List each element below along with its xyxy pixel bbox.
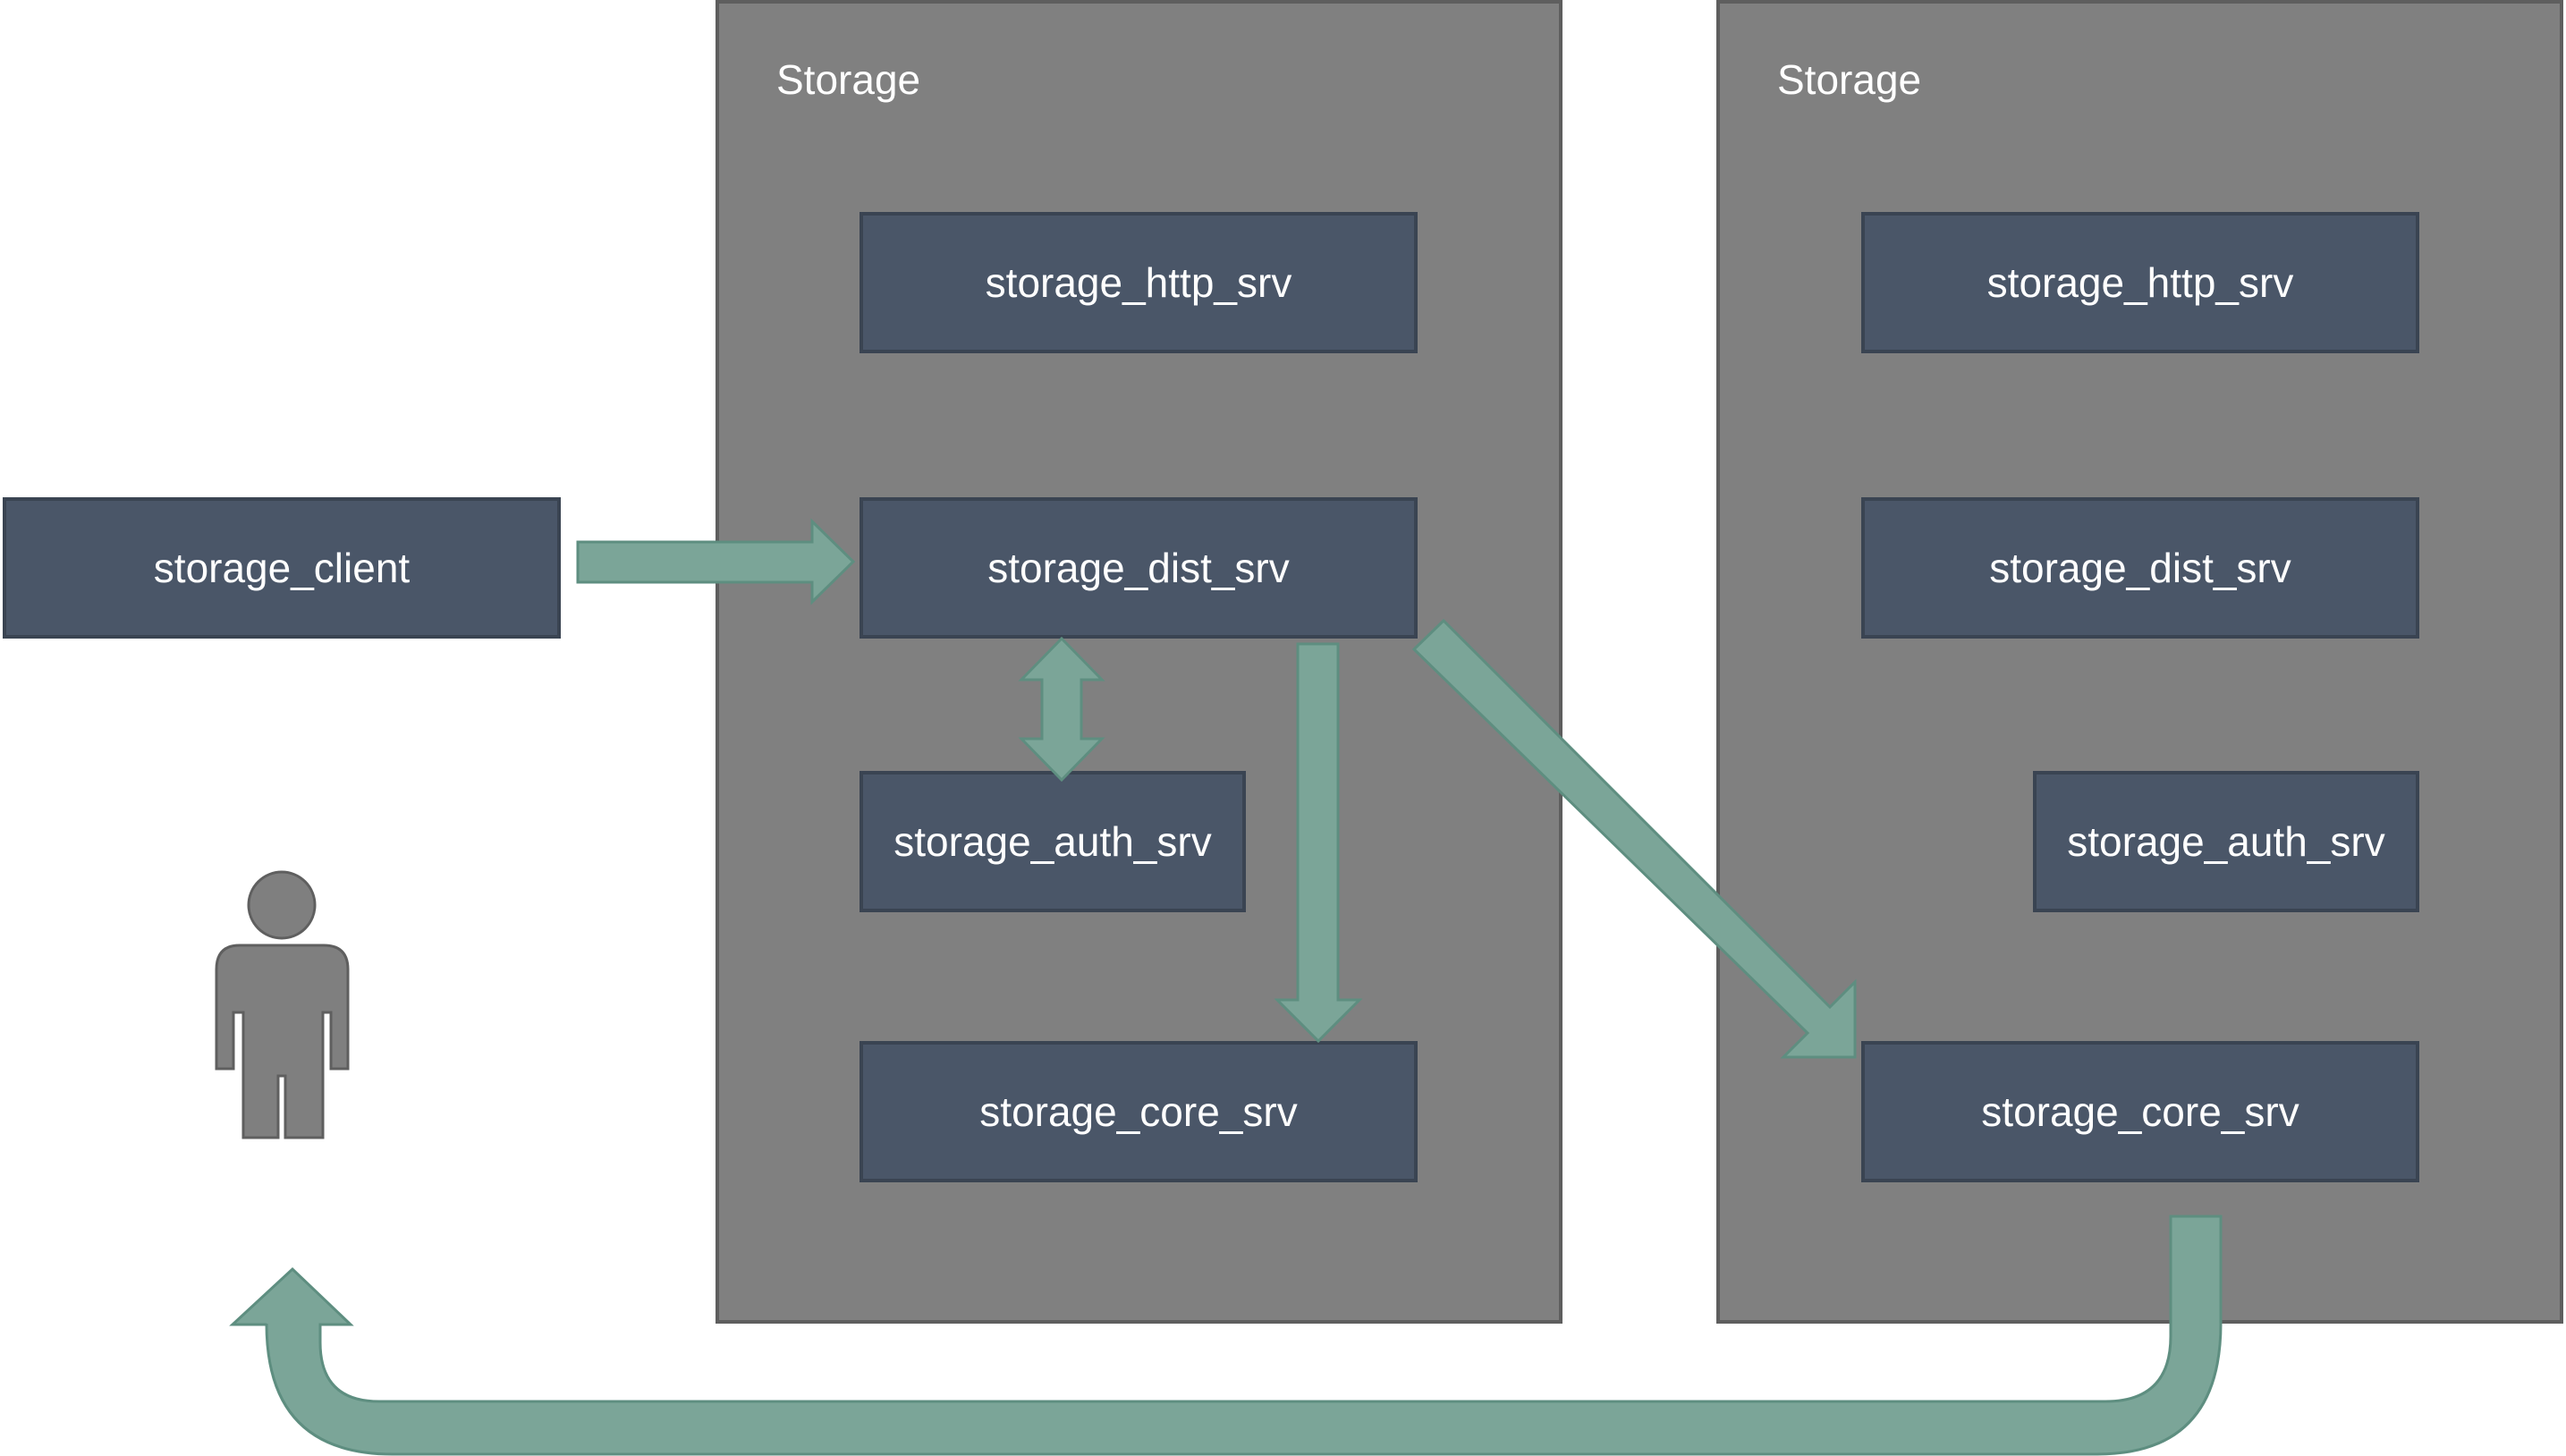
panel-1-auth-srv[interactable]: storage_auth_srv [860, 771, 1246, 912]
arrow-dist-auth-bidirectional [1018, 636, 1105, 783]
storage-client-box[interactable]: storage_client [3, 497, 561, 639]
arrow-dist-to-remote-core [1411, 618, 1857, 1059]
arrow-client-to-dist [576, 518, 856, 605]
panel-2-http-srv[interactable]: storage_http_srv [1861, 212, 2419, 353]
panel-2-auth-srv[interactable]: storage_auth_srv [2033, 771, 2419, 912]
storage-panel-2-title: Storage [1777, 56, 1922, 103]
panel-2-core-srv[interactable]: storage_core_srv [1861, 1041, 2419, 1182]
panel-2-dist-srv[interactable]: storage_dist_srv [1861, 497, 2419, 639]
arrow-dist-to-core [1274, 642, 1363, 1044]
panel-1-dist-srv[interactable]: storage_dist_srv [860, 497, 1418, 639]
panel-1-http-srv[interactable]: storage_http_srv [860, 212, 1418, 353]
panel-1-core-srv[interactable]: storage_core_srv [860, 1041, 1418, 1182]
person-icon [215, 870, 350, 1139]
storage-panel-1-title: Storage [776, 56, 921, 103]
arrow-return-to-user [229, 1215, 2223, 1456]
